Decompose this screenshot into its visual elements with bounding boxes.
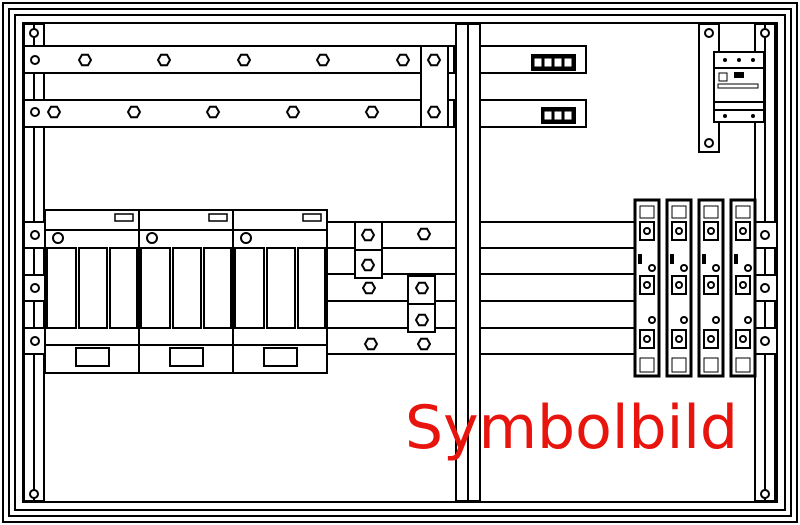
fuse-holder-3 <box>697 198 725 378</box>
circuit-breaker-icon <box>698 23 765 153</box>
fuse-holder-1 <box>633 198 661 378</box>
din-rail-left <box>23 23 45 502</box>
nut-icon <box>285 105 301 119</box>
din-rail-right <box>754 23 776 502</box>
nut-icon <box>205 105 221 119</box>
fuse-holder-2 <box>665 198 693 378</box>
bus-connector-plates <box>354 221 436 351</box>
nut-icon <box>364 105 380 119</box>
nut-icon <box>426 53 442 67</box>
nut-icon <box>414 313 430 327</box>
busbar-right-1 <box>479 45 587 74</box>
nut-icon <box>414 281 430 295</box>
busbar-top-2 <box>23 99 455 128</box>
nut-icon <box>361 281 377 295</box>
nut-icon <box>426 105 442 119</box>
nut-icon <box>156 53 172 67</box>
watermark-text: Symbolbild <box>405 393 739 463</box>
nut-icon <box>360 258 376 272</box>
nut-icon <box>416 337 432 351</box>
nut-icon <box>315 53 331 67</box>
nut-icon <box>416 227 432 241</box>
switch-module-2 <box>138 209 234 374</box>
nut-icon <box>363 337 379 351</box>
nut-icon <box>126 105 142 119</box>
busbar-connector <box>420 45 449 128</box>
nut-icon <box>360 228 376 242</box>
nut-icon <box>395 53 411 67</box>
din-rail-center <box>455 23 481 502</box>
nut-icon <box>236 53 252 67</box>
switch-module-1 <box>44 209 140 374</box>
switch-module-3 <box>232 209 328 374</box>
nut-icon <box>46 105 62 119</box>
busbar-top-1 <box>23 45 455 74</box>
nut-icon <box>77 53 93 67</box>
fuse-holder-4 <box>729 198 757 378</box>
busbar-right-2 <box>479 99 587 128</box>
